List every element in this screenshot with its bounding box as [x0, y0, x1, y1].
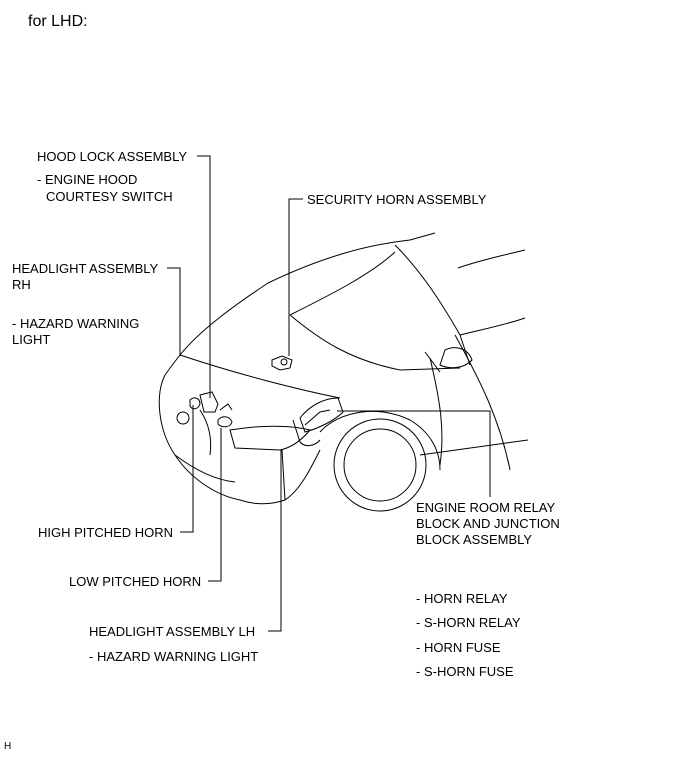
security-horn-label: SECURITY HORN ASSEMBLY — [307, 192, 487, 207]
engine-room-item: - S-HORN FUSE — [416, 664, 514, 679]
headlight-rh-sub-label-1: - HAZARD WARNING — [12, 316, 140, 331]
engine-room-item: - S-HORN RELAY — [416, 615, 521, 630]
headlight-rh-label-1: HEADLIGHT ASSEMBLY — [12, 261, 159, 276]
page-title: for LHD: — [28, 13, 88, 30]
figure-code: H — [4, 741, 12, 752]
headlight-rh-sub-label-2: LIGHT — [12, 332, 51, 347]
hood-lock-sub-label-2: COURTESY SWITCH — [46, 189, 173, 204]
engine-room-label-3: BLOCK ASSEMBLY — [416, 532, 533, 547]
engine-room-label-1: ENGINE ROOM RELAY — [416, 500, 556, 515]
engine-room-item: - HORN RELAY — [416, 591, 508, 606]
high-horn-label: HIGH PITCHED HORN — [38, 525, 174, 540]
headlight-rh-label-2: RH — [12, 277, 31, 292]
engine-room-label-2: BLOCK AND JUNCTION — [416, 516, 560, 531]
low-horn-label: LOW PITCHED HORN — [69, 574, 202, 589]
component-markers — [189, 355, 293, 428]
leader-lines — [167, 155, 491, 632]
hood-lock-sub-label-1: - ENGINE HOOD — [37, 172, 138, 187]
engine-room-item: - HORN FUSE — [416, 640, 501, 655]
car-outline — [158, 232, 529, 512]
hood-lock-label: HOOD LOCK ASSEMBLY — [37, 149, 188, 164]
headlight-lh-sub-label: - HAZARD WARNING LIGHT — [89, 649, 259, 664]
headlight-lh-label: HEADLIGHT ASSEMBLY LH — [89, 624, 256, 639]
